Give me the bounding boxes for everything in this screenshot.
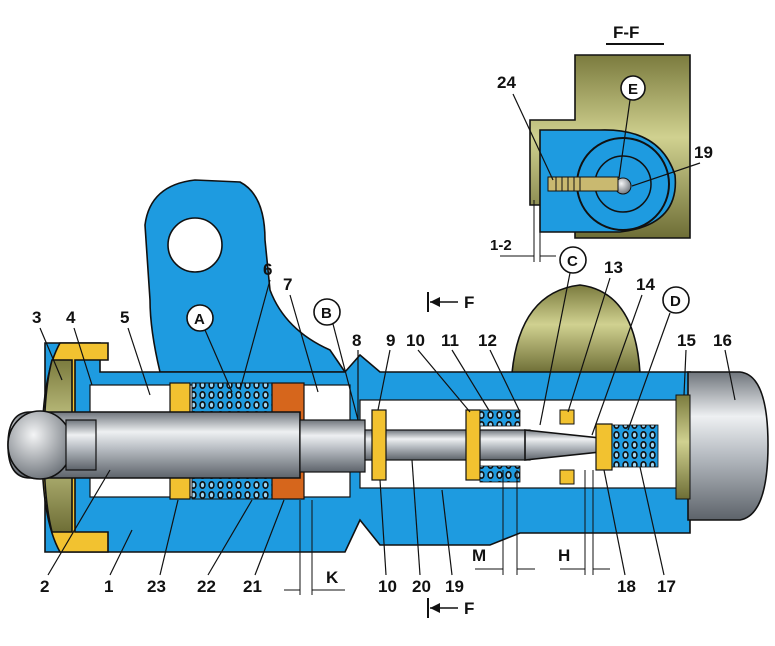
zone-b: B	[313, 298, 359, 421]
gap-m: M	[472, 470, 535, 575]
seat-13-lower	[559, 469, 575, 485]
part-5-label: 5	[120, 308, 129, 327]
svg-text:D: D	[670, 293, 681, 310]
svg-text:A: A	[194, 311, 205, 328]
part-8-label: 8	[352, 331, 361, 350]
gap-1-2-label: 1-2	[490, 237, 512, 254]
zone-a: A	[186, 304, 233, 393]
part-14-label: 14	[636, 275, 655, 294]
spring-11-lower	[479, 465, 521, 483]
part-7-label: 7	[283, 275, 292, 294]
spring-11	[479, 409, 521, 427]
part-2-label: 2	[40, 577, 49, 596]
gap-1-2-dimension	[500, 200, 556, 262]
part-11-label: 11	[441, 331, 459, 350]
spring-17	[611, 424, 659, 468]
part-4-label: 4	[66, 308, 76, 327]
rod-20	[364, 429, 531, 461]
top-cap	[511, 284, 641, 374]
main-assembly	[7, 179, 769, 553]
seal-10-right	[465, 409, 481, 481]
zone-c: C	[539, 246, 587, 426]
part-6-label: 6	[263, 260, 272, 279]
section-mark-top: F	[427, 292, 474, 312]
section-pin	[547, 176, 619, 192]
section-title: F-F	[613, 23, 639, 42]
gap-k: K	[284, 500, 345, 595]
part-13-label: 13	[604, 258, 623, 277]
plunger-neck	[65, 419, 97, 471]
part-18-label: 18	[617, 577, 636, 596]
gap-m-label: M	[472, 546, 486, 565]
part-12-label: 12	[478, 331, 497, 350]
part-23-label: 23	[147, 577, 166, 596]
nut-16	[687, 371, 769, 521]
svg-text:C: C	[567, 253, 578, 270]
part-3-label: 3	[32, 308, 41, 327]
mounting-hole	[167, 217, 223, 273]
plunger-knob	[7, 410, 73, 480]
zone-e-label: E	[628, 81, 638, 98]
part-16-label: 16	[713, 331, 732, 350]
part-10-bottom-label: 10	[378, 577, 397, 596]
part-17-label: 17	[657, 577, 676, 596]
part-19-label: 19	[445, 577, 464, 596]
section-mark-bottom: F	[427, 598, 474, 618]
part-19-section-label: 19	[694, 143, 713, 162]
part-10-top-label: 10	[406, 331, 425, 350]
seal-18	[595, 423, 613, 471]
section-pin-thread	[555, 177, 581, 191]
gap-k-label: K	[326, 568, 339, 587]
seal-10-left	[371, 409, 387, 481]
gap-h: H	[558, 470, 610, 575]
part-labels: 3 4 5 6 7 8 9 10 11 12 13 14 15 16 1 2 2…	[32, 258, 736, 596]
mounting-bracket	[144, 179, 347, 373]
seat-13	[559, 409, 575, 425]
part-24-label: 24	[497, 73, 516, 92]
section-mark-top-label: F	[464, 293, 474, 312]
part-1-label: 1	[104, 577, 113, 596]
part-22-label: 22	[197, 577, 216, 596]
svg-text:B: B	[321, 305, 332, 322]
section-mark-bottom-label: F	[464, 599, 474, 618]
part-20-label: 20	[412, 577, 431, 596]
part-15-label: 15	[677, 331, 696, 350]
piston-8	[299, 419, 366, 473]
part-21-label: 21	[243, 577, 262, 596]
gap-h-label: H	[558, 546, 570, 565]
section-view-ff: F-F E 24 19 1-2	[490, 23, 713, 262]
nut-16-thread-section	[675, 394, 691, 500]
zone-d: D	[627, 286, 690, 431]
part-9-label: 9	[386, 331, 395, 350]
zone-e-badge	[620, 75, 646, 101]
